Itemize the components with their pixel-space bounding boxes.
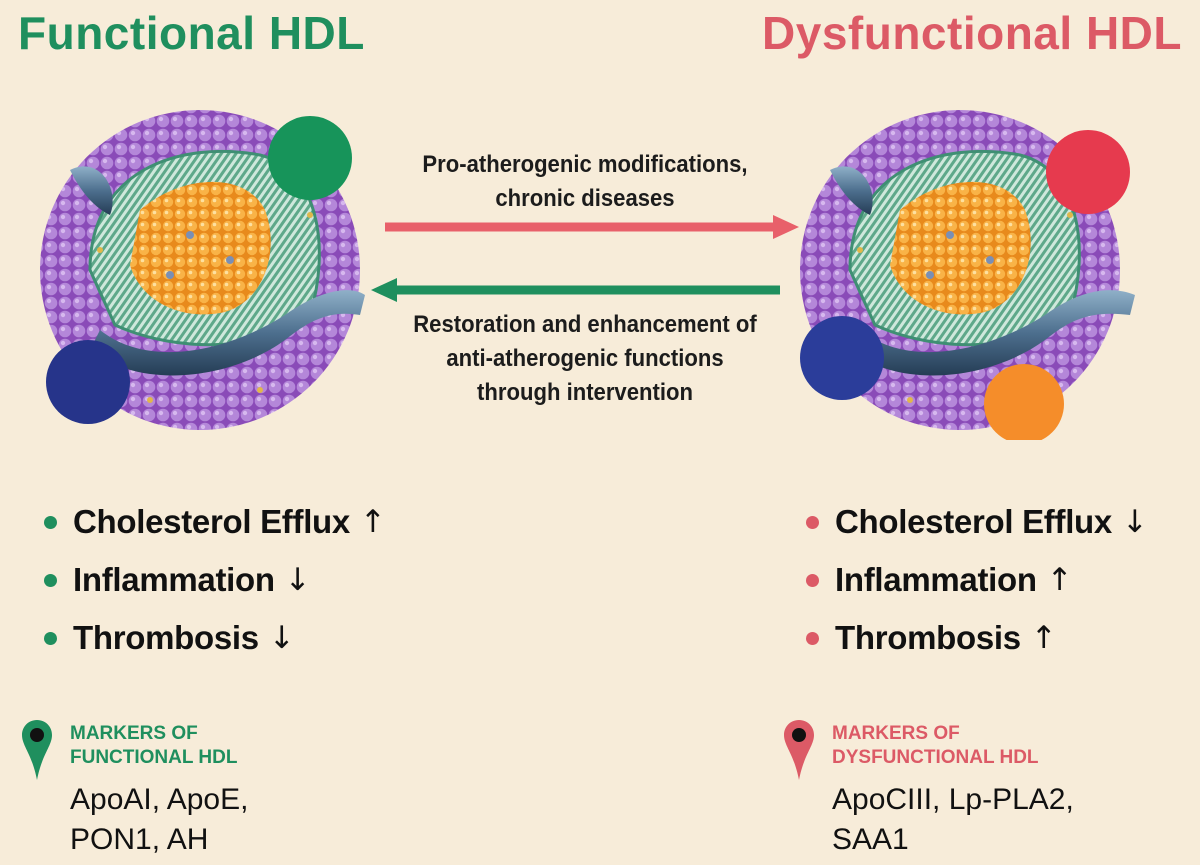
list-item: Inflammation↑ — [806, 551, 1148, 609]
list-item: Cholesterol Efflux↓ — [806, 493, 1148, 551]
bullet-dot — [806, 631, 819, 645]
transition-arrows — [371, 215, 799, 302]
bullet-dot — [44, 515, 57, 529]
up-arrow-icon: ↑ — [1030, 620, 1057, 656]
bullet-dot — [44, 573, 57, 587]
back-arrowhead — [371, 278, 397, 302]
functional-marker-green-dot — [268, 116, 352, 200]
functional-hdl-particle — [40, 110, 365, 430]
dysfunctional-marker-blue-dot — [800, 316, 884, 400]
dysfunctional-markers-heading: MARKERS OF DYSFUNCTIONAL HDL — [832, 723, 1039, 768]
functional-effects-list: Cholesterol Efflux↑ Inflammation↓ Thromb… — [44, 493, 386, 667]
functional-hdl-title: Functional HDL — [18, 7, 365, 59]
map-pin-icon — [784, 720, 814, 780]
list-item: Thrombosis↓ — [44, 609, 386, 667]
functional-marker-blue-dot — [46, 340, 130, 424]
functional-markers-heading: MARKERS OF FUNCTIONAL HDL — [70, 723, 238, 768]
list-item: Thrombosis↑ — [806, 609, 1148, 667]
forward-arrow-label: Pro-atherogenic modifications, chronic d… — [422, 151, 748, 212]
functional-markers-list: ApoAI, ApoE, PON1, AH — [70, 783, 249, 856]
dysfunctional-hdl-title: Dysfunctional HDL — [762, 7, 1182, 59]
dysfunctional-markers-list: ApoCIII, Lp-PLA2, SAA1 — [832, 783, 1074, 856]
up-arrow-icon: ↑ — [359, 504, 386, 540]
dysfunctional-effects-list: Cholesterol Efflux↓ Inflammation↑ Thromb… — [806, 493, 1148, 667]
list-item: Cholesterol Efflux↑ — [44, 493, 386, 551]
dysfunctional-marker-orange-dot — [984, 364, 1064, 440]
list-item: Inflammation↓ — [44, 551, 386, 609]
dysfunctional-marker-red-dot — [1046, 130, 1130, 214]
down-arrow-icon: ↓ — [1121, 504, 1148, 540]
down-arrow-icon: ↓ — [268, 620, 295, 656]
back-arrow-label: Restoration and enhancement of anti-athe… — [413, 311, 757, 406]
forward-arrowhead — [773, 215, 799, 239]
down-arrow-icon: ↓ — [284, 562, 311, 598]
bullet-dot — [806, 515, 819, 529]
map-pin-icon — [22, 720, 52, 780]
dysfunctional-hdl-particle — [800, 110, 1135, 440]
up-arrow-icon: ↑ — [1046, 562, 1073, 598]
bullet-dot — [806, 573, 819, 587]
bullet-dot — [44, 631, 57, 645]
